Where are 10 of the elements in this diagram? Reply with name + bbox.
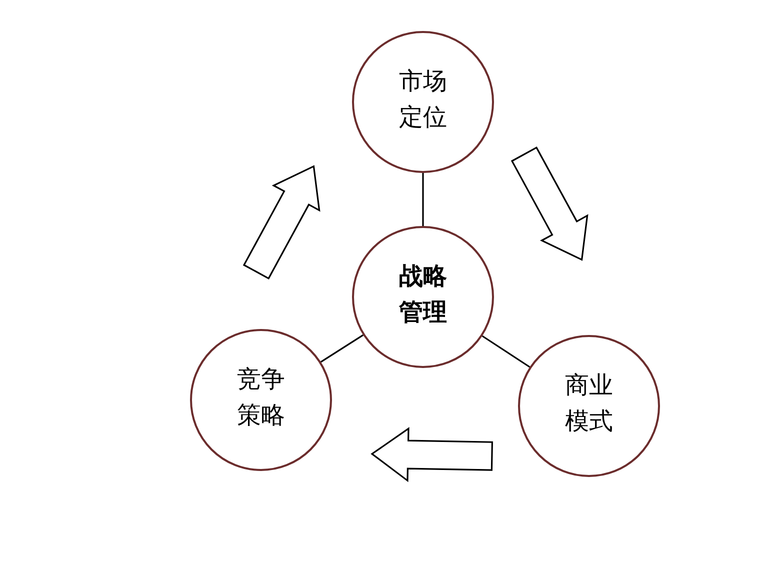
node-label: 商业模式	[564, 370, 614, 437]
connector-line	[422, 173, 424, 226]
connector-line	[320, 334, 364, 363]
block-arrow	[242, 165, 320, 280]
block-arrow	[510, 146, 588, 261]
connector-line	[482, 335, 530, 368]
node-label: 市场定位	[398, 66, 448, 133]
node-label: 竞争策略	[236, 364, 286, 431]
node-label: 战略管理	[398, 260, 448, 328]
block-arrow	[370, 427, 494, 482]
